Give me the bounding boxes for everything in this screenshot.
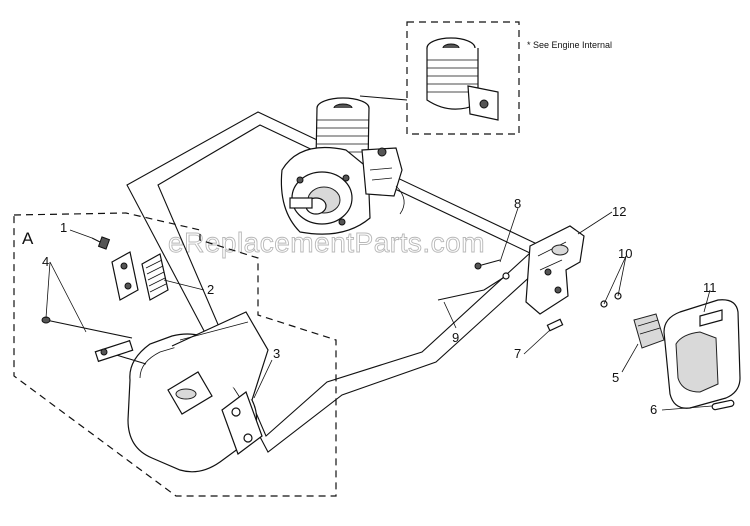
callout-7: 7 (514, 346, 521, 361)
callout-12: 12 (612, 204, 626, 219)
callout-6: 6 (650, 402, 657, 417)
callout-2: 2 (207, 282, 214, 297)
air-filter-base-part-12 (525, 225, 585, 315)
callout-8: 8 (514, 196, 521, 211)
screw-part-1 (91, 236, 111, 250)
callout-9: 9 (452, 330, 459, 345)
muffler (127, 311, 269, 473)
callout-4: 4 (42, 254, 49, 269)
spark-screen-part-2 (141, 253, 169, 301)
pin-part-7 (546, 318, 564, 332)
callout-1: 1 (60, 220, 67, 235)
callout-3: 3 (273, 346, 280, 361)
callout-5: 5 (612, 370, 619, 385)
muffler-bracket (111, 251, 139, 301)
filter-element-part-5 (633, 313, 665, 349)
screws-part-10 (600, 292, 622, 308)
engine-internal-note: * See Engine Internal (527, 40, 612, 50)
air-filter-cover-part-11 (663, 299, 741, 409)
screw-part-8 (474, 259, 501, 270)
section-a-label: A (22, 229, 34, 248)
muffler-bolts (41, 316, 147, 365)
callout-10: 10 (618, 246, 632, 261)
cylinder-inset-icon (426, 37, 499, 121)
callout-11: 11 (703, 280, 717, 295)
leader-lines (45, 207, 713, 411)
section-a-box (13, 212, 337, 497)
gasket-part-3 (221, 391, 263, 455)
choke-rod-part-9 (437, 272, 510, 301)
engine-block (280, 97, 405, 235)
engine-internal-inset (359, 21, 520, 135)
pin-part-6 (711, 399, 735, 411)
engine-assembly-outline (126, 111, 557, 453)
